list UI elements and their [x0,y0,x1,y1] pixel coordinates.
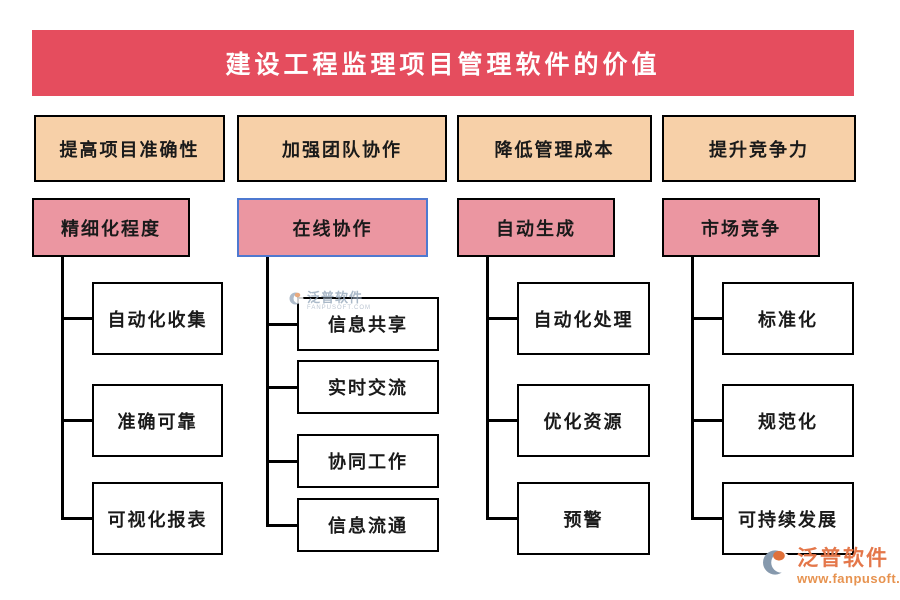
leaf-box: 实时交流 [297,360,439,414]
leaf-box: 可视化报表 [92,482,223,555]
leaf-box: 自动化收集 [92,282,223,355]
leaf-box: 可持续发展 [722,482,854,555]
branch-connector-line [486,317,517,320]
category-box: 在线协作 [237,198,428,257]
diagram-title: 建设工程监理项目管理软件的价值 [225,52,661,79]
category-box: 自动生成 [457,198,615,257]
branch-connector-line [691,317,722,320]
footer-logo: 泛普软件 www.fanpusoft.com [762,548,900,585]
branch-connector-line [486,517,517,520]
trunk-connector-line [486,257,489,520]
value-header-box: 加强团队协作 [237,115,447,182]
branch-connector-line [61,317,92,320]
trunk-connector-line [266,257,269,527]
branch-connector-line [691,419,722,422]
footer-logo-website: www.fanpusoft.com [797,571,900,586]
branch-connector-line [266,385,297,389]
branch-connector-line [266,523,297,527]
branch-connector-line [266,459,297,463]
leaf-box: 自动化处理 [517,282,650,355]
branch-connector-line [61,419,92,422]
leaf-box: 准确可靠 [92,384,223,457]
leaf-box: 预警 [517,482,650,555]
category-box: 市场竞争 [662,198,820,257]
footer-logo-brand: 泛普软件 [797,546,889,570]
leaf-box: 信息共享 [297,297,439,351]
branch-connector-line [61,517,92,520]
value-header-box: 降低管理成本 [457,115,652,182]
diagram-title-banner: 建设工程监理项目管理软件的价值 [32,30,854,96]
value-header-box: 提升竞争力 [662,115,856,182]
leaf-box: 标准化 [722,282,854,355]
value-header-box: 提高项目准确性 [34,115,225,182]
branch-connector-line [266,322,297,326]
leaf-box: 优化资源 [517,384,650,457]
trunk-connector-line [61,257,64,520]
leaf-box: 规范化 [722,384,854,457]
branch-connector-line [486,419,517,422]
fanpu-logo-icon [763,550,792,575]
branch-connector-line [691,517,722,520]
trunk-connector-line [691,257,694,520]
leaf-box: 信息流通 [297,498,439,552]
category-box: 精细化程度 [32,198,190,257]
leaf-box: 协同工作 [297,434,439,488]
